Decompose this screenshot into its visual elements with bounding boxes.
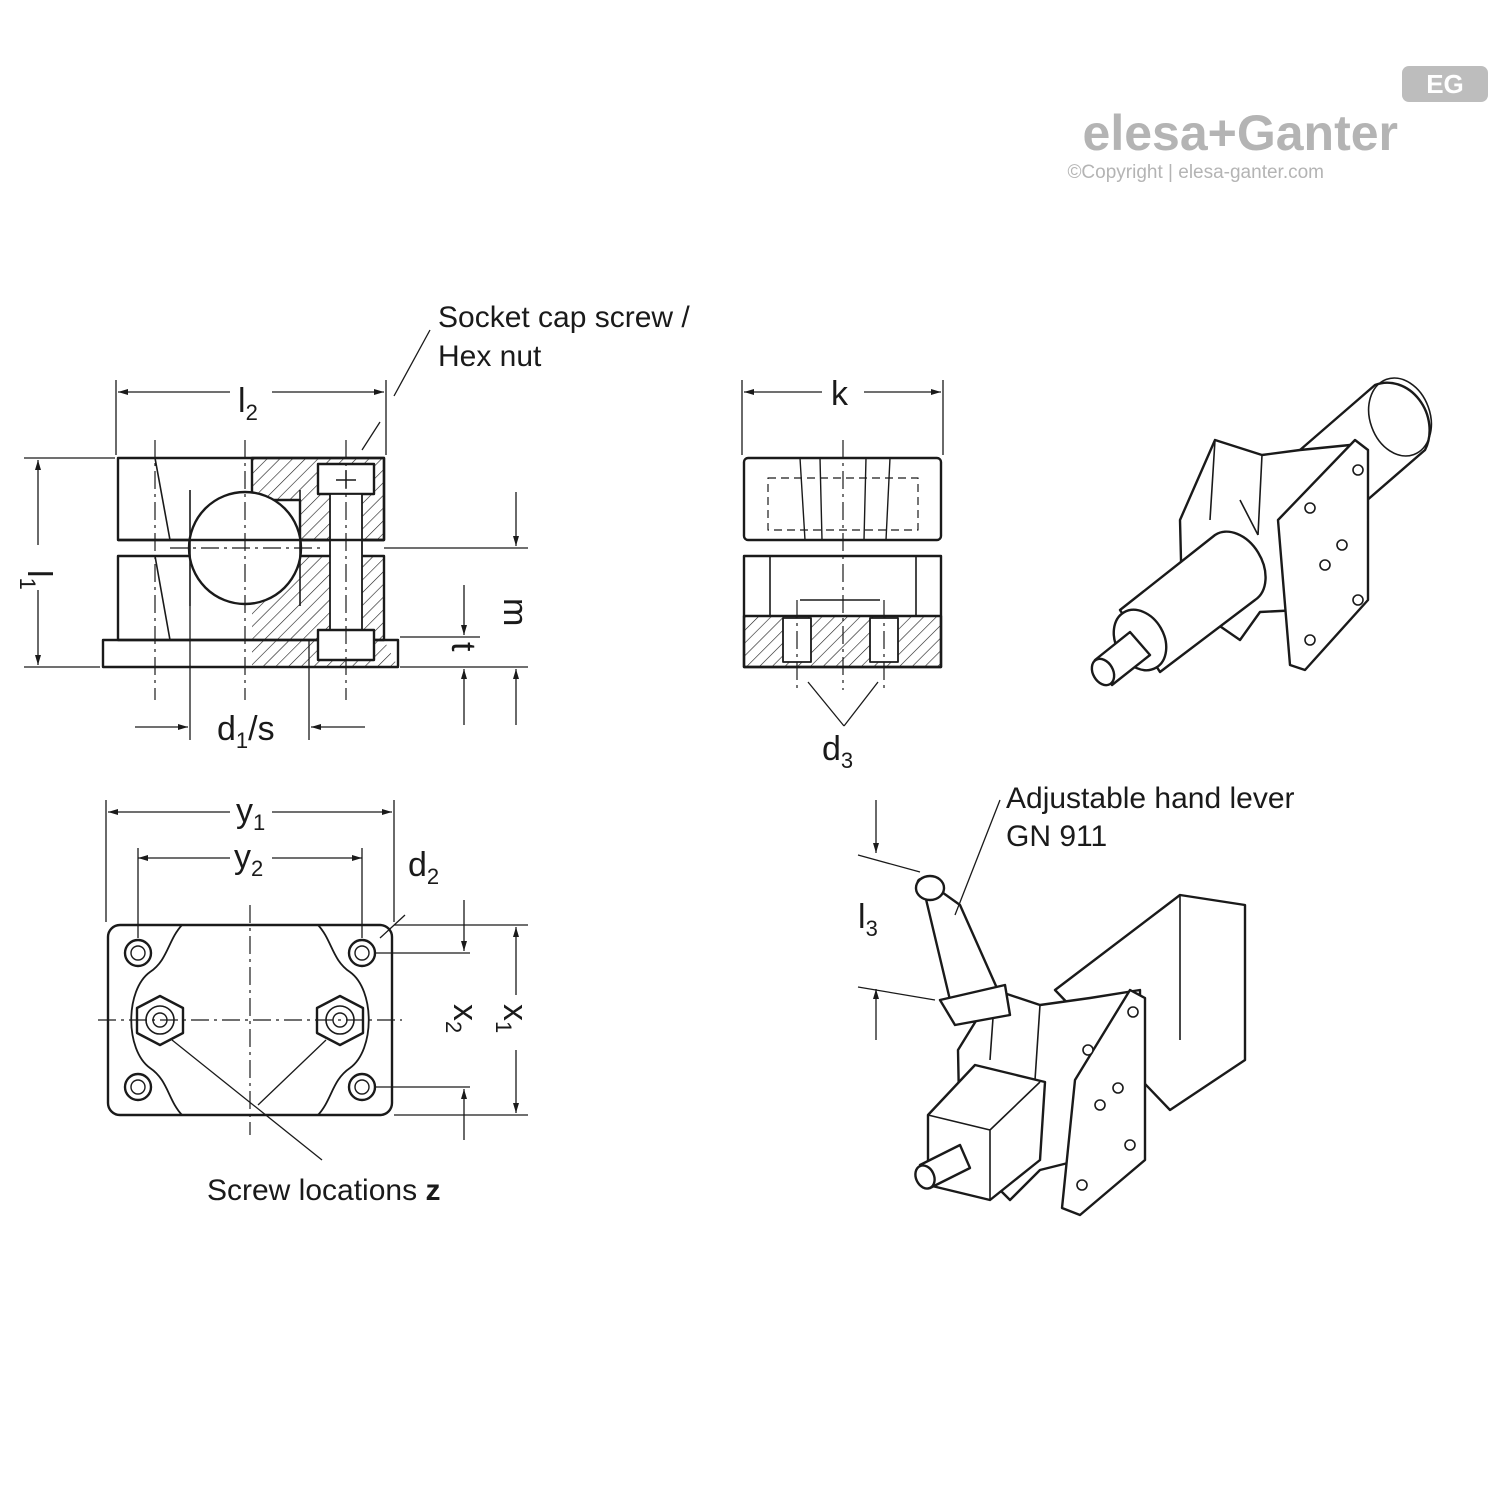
svg-text:x1: x1 bbox=[491, 1004, 534, 1033]
brand-copyright: ©Copyright | elesa-ganter.com bbox=[1067, 162, 1324, 183]
svg-text:l1: l1 bbox=[15, 570, 58, 590]
iso-view-dimensions bbox=[857, 799, 1001, 1040]
dim-d3: d3 bbox=[822, 730, 853, 773]
screw-callout-line1: Socket cap screw / bbox=[438, 301, 690, 334]
mount-hole bbox=[123, 1072, 153, 1102]
side-view-dimensions bbox=[741, 380, 944, 727]
dim-x1: x1 bbox=[491, 1004, 534, 1033]
dim-x2: x2 bbox=[441, 1004, 484, 1033]
dim-l3: l3 bbox=[858, 898, 878, 941]
dim-y1: y1 bbox=[236, 792, 265, 835]
brand-badge: EG bbox=[1426, 69, 1464, 99]
hex-screw-location bbox=[315, 994, 365, 1047]
lever-callout-line2: GN 911 bbox=[1006, 820, 1107, 853]
square-shaft-rear bbox=[1053, 893, 1247, 1112]
hex-screw-location bbox=[135, 994, 185, 1047]
dim-d1-s: d1/s bbox=[217, 710, 275, 753]
labels: Socket cap screw / Hex nut Adjustable ha… bbox=[15, 301, 1295, 1207]
dim-m: m bbox=[496, 598, 534, 626]
mount-hole bbox=[123, 938, 153, 968]
side-section-view bbox=[742, 440, 943, 690]
screw-locations-label: Screw locations z bbox=[207, 1174, 440, 1207]
brand-badge-shape bbox=[1402, 66, 1488, 102]
lever-callout-line1: Adjustable hand lever bbox=[1006, 782, 1295, 815]
front-view-dimensions bbox=[24, 329, 528, 740]
top-view-dimensions bbox=[105, 800, 528, 1161]
svg-text:x2: x2 bbox=[441, 1004, 484, 1033]
brand-name: elesa+Ganter bbox=[1083, 105, 1398, 161]
svg-text:t: t bbox=[444, 642, 482, 652]
isometric-view-square-shaft bbox=[914, 874, 1247, 1217]
isometric-view-round-shaft bbox=[1090, 377, 1433, 687]
svg-text:m: m bbox=[496, 598, 534, 626]
front-section-view bbox=[101, 440, 400, 700]
top-view bbox=[98, 905, 402, 1135]
mount-hole bbox=[347, 938, 377, 968]
brand-logo: EG elesa+Ganter ©Copyright | elesa-gante… bbox=[1067, 66, 1488, 183]
dim-l2: l2 bbox=[238, 382, 258, 425]
dim-d2: d2 bbox=[408, 846, 439, 889]
mount-plate bbox=[1276, 438, 1370, 672]
dim-t: t bbox=[444, 642, 482, 652]
dim-y2: y2 bbox=[234, 838, 263, 881]
dim-l1: l1 bbox=[15, 570, 58, 590]
mount-hole bbox=[347, 1072, 377, 1102]
screw-callout-line2: Hex nut bbox=[438, 340, 542, 373]
dim-k: k bbox=[831, 375, 849, 413]
